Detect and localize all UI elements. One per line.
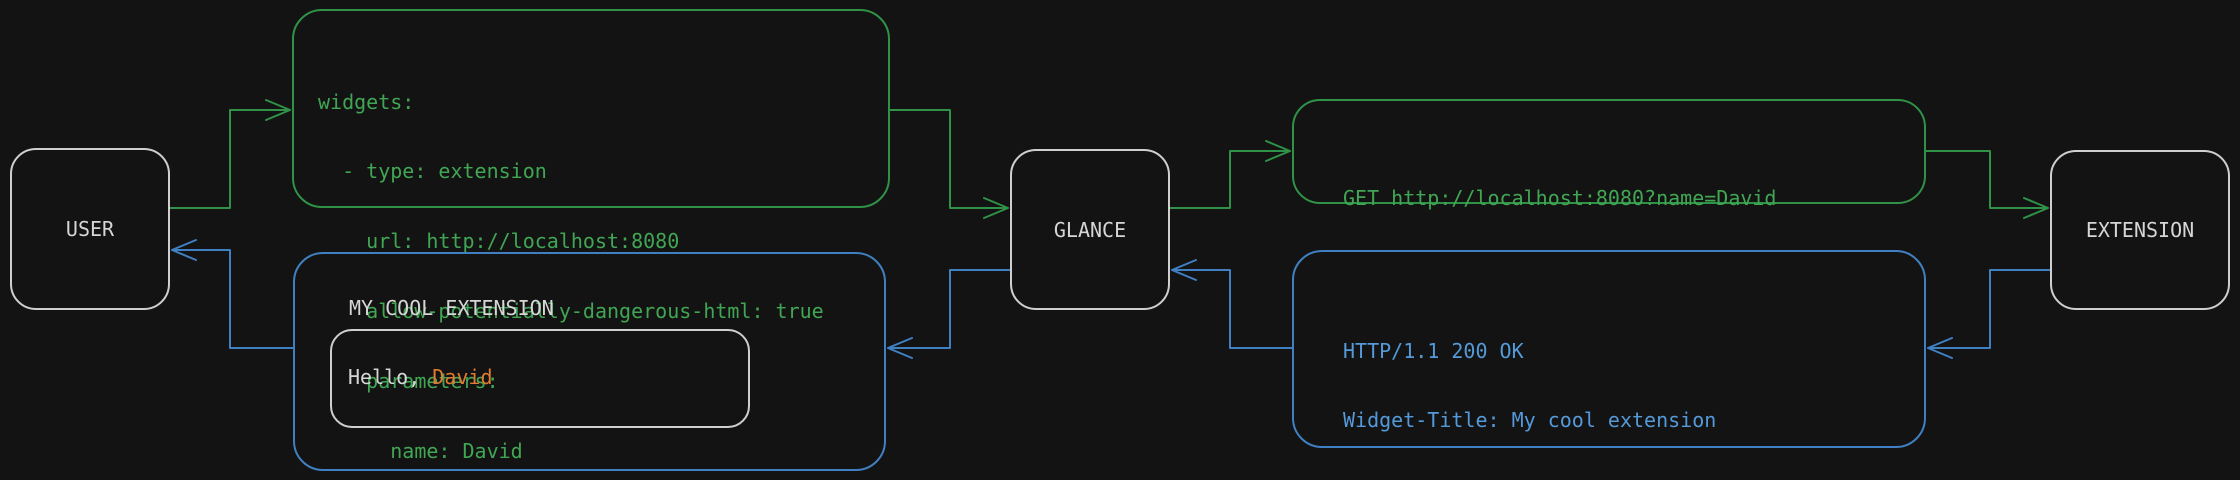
arrow-extension-to-response [1927,269,2051,359]
node-extension-label: EXTENSION [2085,218,2195,242]
code-line: widgets: [318,89,415,114]
rendered-widget-box [293,252,886,471]
arrow-user-to-config [169,99,291,209]
arrow-glance-to-widget [887,269,1011,359]
http-request-box [1292,99,1926,204]
code-line: - type: extension [318,159,547,184]
http-request-code: GET http://localhost:8080?name=David [1343,140,1776,256]
config-yaml-box [292,9,890,208]
http-response-box [1292,250,1926,448]
arrow-response-to-glance [1171,259,1293,349]
greeting-prefix: Hello, [348,365,433,389]
node-extension: EXTENSION [2050,150,2230,310]
code-line: parameters: [318,369,499,394]
node-user-label: USER [65,217,115,241]
greeting-name: David [432,365,493,389]
http-response-code: HTTP/1.1 200 OK Widget-Title: My cool ex… [1343,293,1909,480]
code-line: url: http://localhost:8080 [318,229,680,254]
arrow-config-to-glance [889,109,1009,219]
code-line: Widget-Content-Type: html [1343,479,1909,480]
node-user: USER [10,148,170,310]
code-line: allow-potentially-dangerous-html: true [318,299,824,324]
arrow-request-to-extension [1925,150,2049,219]
code-line: HTTP/1.1 200 OK [1343,338,1524,363]
widget-greeting: Hello, David [348,365,493,389]
code-line: GET http://localhost:8080?name=David [1343,185,1777,210]
config-yaml-code: widgets: - type: extension url: http://l… [318,44,824,480]
widget-content-box [330,329,750,428]
arrow-glance-to-request [1169,140,1291,209]
code-line: Widget-Title: My cool extension [1343,408,1717,433]
arrow-widget-to-user [171,239,294,349]
node-glance-label: GLANCE [1053,217,1127,242]
widget-title: MY COOL EXTENSION [349,296,554,320]
node-glance: GLANCE [1010,149,1170,310]
code-line: name: David [318,439,523,464]
